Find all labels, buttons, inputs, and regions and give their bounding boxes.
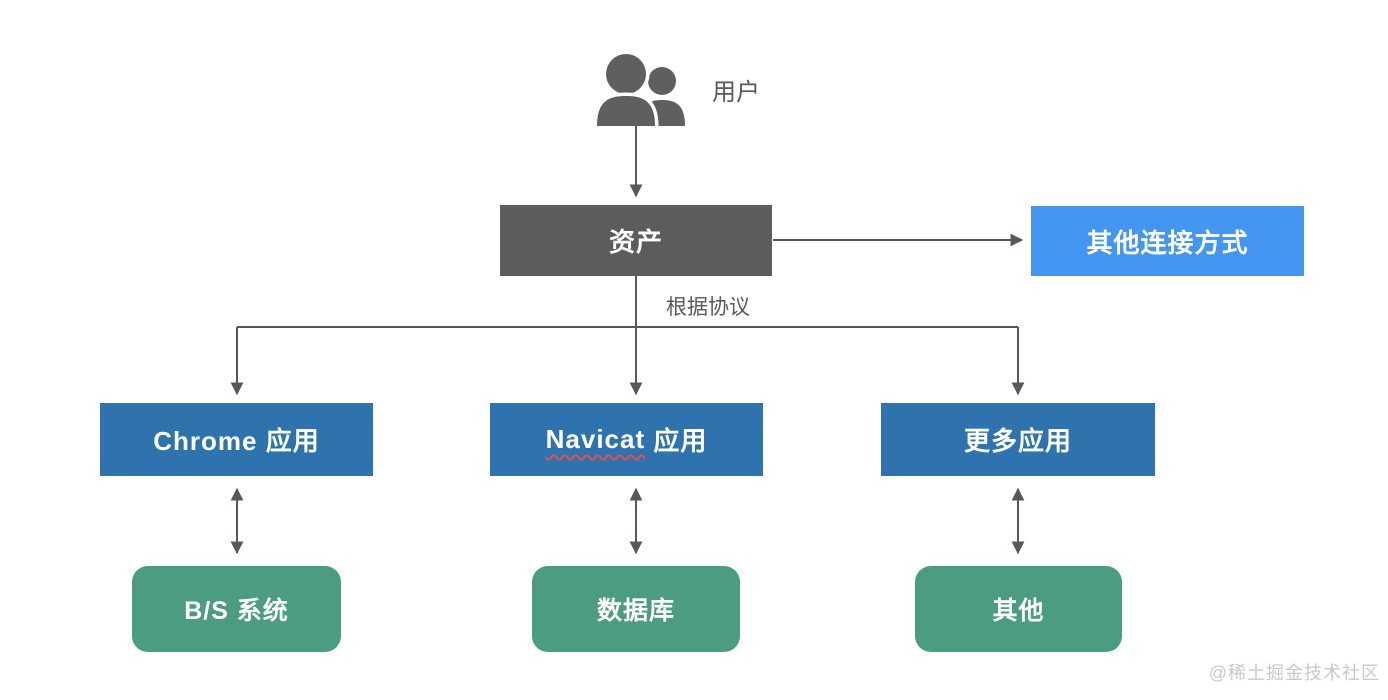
user-label: 用户: [712, 79, 760, 106]
node-navicat-brand-text: Navicat: [545, 424, 646, 454]
node-chrome-app: Chrome 应用: [100, 403, 373, 476]
node-other-connection-label: 其他连接方式: [1086, 227, 1249, 258]
node-asset: 资产: [500, 205, 772, 276]
node-database-label: 数据库: [596, 597, 675, 625]
users-icon: [586, 50, 690, 130]
node-more-apps-label: 更多应用: [963, 426, 1072, 456]
node-database: 数据库: [532, 566, 740, 652]
node-other-label: 其他: [992, 597, 1045, 625]
protocol-label: 根据协议: [666, 296, 750, 319]
node-asset-label: 资产: [608, 227, 663, 257]
watermark: @稀土掘金技术社区: [1208, 663, 1380, 683]
node-bs-system: B/S 系统: [132, 566, 341, 652]
node-bs-system-label: B/S 系统: [184, 597, 289, 625]
node-navicat-app: Navicat 应用: [490, 403, 763, 476]
node-other: 其他: [915, 566, 1122, 652]
node-chrome-app-label: Chrome 应用: [153, 426, 320, 456]
node-more-apps: 更多应用: [881, 403, 1155, 476]
node-other-connection: 其他连接方式: [1031, 206, 1304, 276]
node-navicat-suffix-text: 应用: [645, 426, 708, 456]
